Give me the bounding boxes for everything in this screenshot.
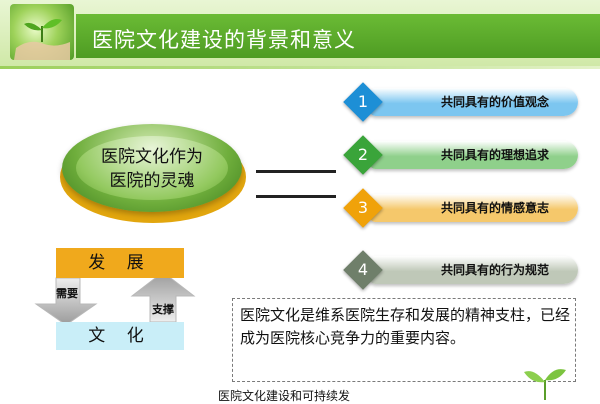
culture-label: 文 化 — [88, 326, 152, 346]
item-number: 2 — [357, 145, 369, 164]
sprout-hands-icon — [14, 19, 70, 60]
sprout-photo — [10, 4, 74, 60]
development-box — [56, 248, 184, 278]
support-arrow-icon — [130, 271, 196, 323]
header-divider — [0, 66, 600, 69]
page-title: 医院文化建设的背景和意义 — [92, 28, 356, 52]
item-number: 1 — [357, 92, 369, 111]
item-label: 共同具有的价值观念 — [440, 95, 549, 109]
item-bar — [370, 88, 578, 116]
support-label: 支撑 — [152, 303, 174, 316]
title-bar — [76, 14, 600, 58]
item-bar — [370, 141, 578, 169]
sprout-icon — [524, 369, 566, 400]
item-label: 共同具有的行为规范 — [440, 263, 549, 277]
item-label: 共同具有的理想追求 — [440, 148, 549, 162]
item-bar — [370, 256, 578, 284]
description-box — [232, 298, 576, 382]
need-label: 需要 — [56, 287, 78, 300]
need-arrow-icon — [34, 277, 98, 326]
core-ellipse-highlight — [76, 136, 228, 200]
item-label: 共同具有的情感意志 — [440, 201, 549, 215]
footer-caption: 医院文化建设和可持续发 — [218, 389, 351, 403]
core-statement-line-2: 医院的灵魂 — [109, 171, 195, 191]
culture-box — [56, 322, 184, 350]
core-statement: 医院文化作为 医院的灵魂 — [76, 145, 228, 193]
development-label: 发 展 — [88, 253, 152, 273]
connector-line-bottom — [256, 195, 336, 198]
description-text: 医院文化是维系医院生存和发展的精神支柱，已经成为医院核心竞争力的重要内容。 — [240, 306, 571, 347]
item-bar — [370, 194, 578, 222]
connector-line-top — [256, 170, 336, 173]
item-number: 4 — [357, 260, 369, 279]
core-statement-line-1: 医院文化作为 — [101, 147, 203, 167]
item-number: 3 — [357, 198, 369, 217]
